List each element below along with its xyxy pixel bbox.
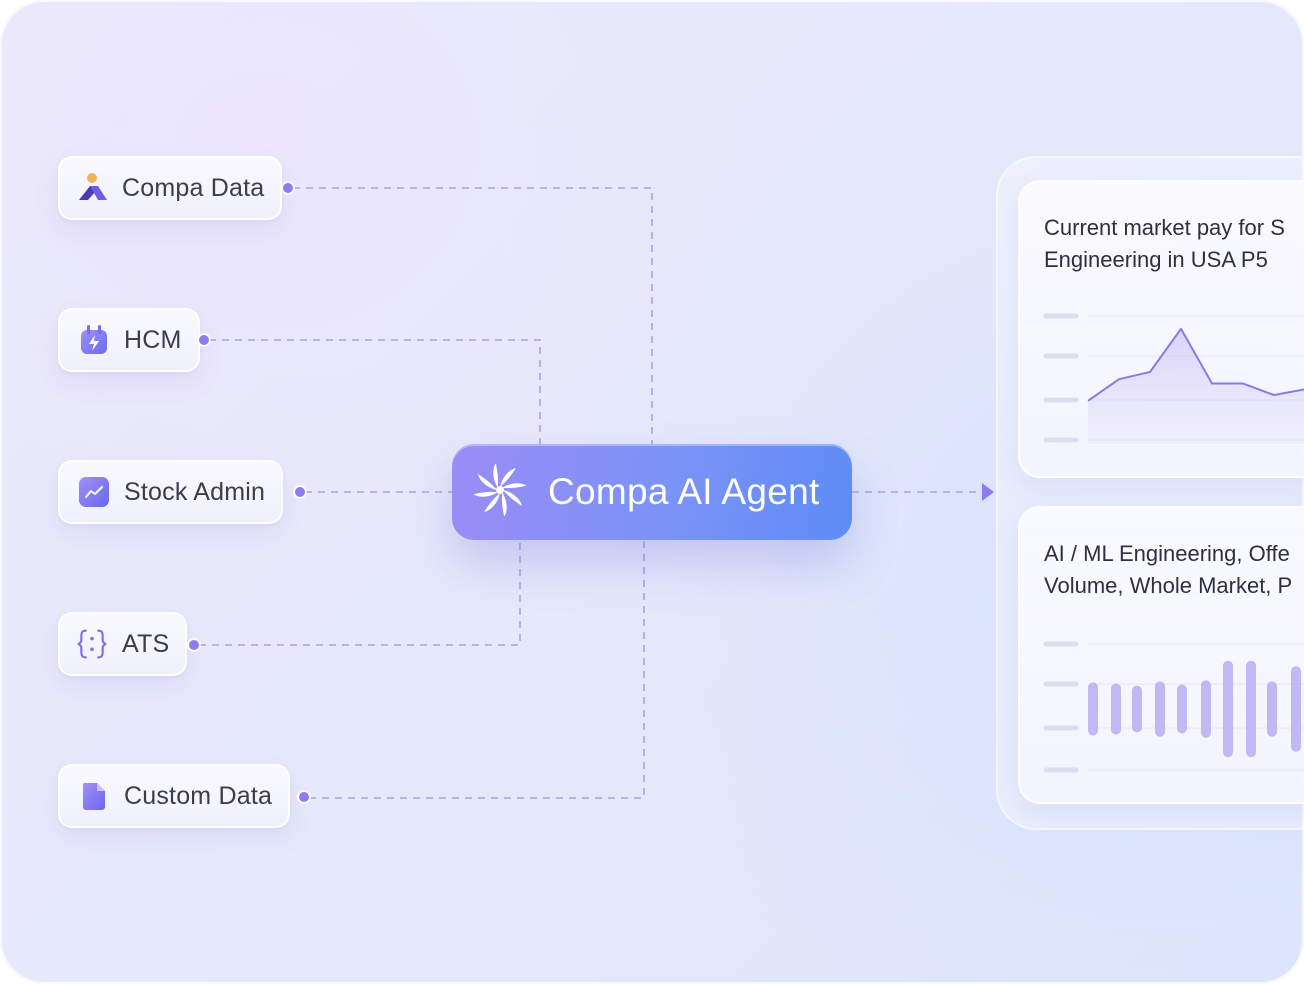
insight-card-offer-volume[interactable]: AI / ML Engineering, Offe Volume, Whole … (1018, 506, 1304, 804)
card-line-2: Engineering in USA P5 (1044, 247, 1268, 272)
source-label: Stock Admin (124, 477, 266, 506)
document-icon (78, 780, 110, 812)
series-line (1087, 327, 1304, 402)
braces-icon (76, 628, 108, 660)
card-line-1: Current market pay for S (1044, 215, 1285, 240)
area-chart (1043, 313, 1304, 444)
source-label: HCM (124, 325, 182, 354)
card-text: AI / ML Engineering, Offe Volume, Whole … (1044, 538, 1304, 602)
source-custom-data[interactable]: Custom Data (58, 764, 291, 828)
connector-hcm (209, 339, 541, 444)
compa-ai-agent-node[interactable]: Compa AI Agent (452, 444, 852, 540)
card-line-2: Volume, Whole Market, P (1044, 573, 1293, 598)
connector-custom-data (309, 540, 645, 799)
source-hcm[interactable]: HCM (58, 308, 200, 372)
pinwheel-icon (473, 462, 527, 521)
source-label: ATS (122, 629, 170, 658)
connector-compa-data (293, 187, 653, 444)
area-fill (1088, 328, 1304, 444)
port-dot (299, 792, 309, 802)
trend-chart-icon (78, 476, 110, 508)
insight-card-market-pay[interactable]: Current market pay for S Engineering in … (1018, 180, 1304, 478)
bar-chart (1043, 641, 1304, 773)
agent-label: Compa AI Agent (548, 471, 820, 512)
port-dot (283, 183, 293, 193)
source-compa-data[interactable]: Compa Data (58, 156, 283, 220)
port-dot (295, 487, 305, 497)
card-line-1: AI / ML Engineering, Offe (1044, 541, 1290, 566)
source-label: Compa Data (122, 173, 265, 202)
connector-ats (199, 540, 521, 646)
card-text: Current market pay for S Engineering in … (1044, 212, 1304, 276)
compa-logo-icon (76, 172, 108, 204)
source-stock-admin[interactable]: Stock Admin (58, 460, 284, 524)
port-dot (189, 640, 199, 650)
source-ats[interactable]: ATS (58, 612, 188, 676)
source-label: Custom Data (124, 781, 273, 810)
output-arrowhead (982, 483, 994, 501)
port-dot (199, 335, 209, 345)
calendar-bolt-icon (78, 324, 110, 356)
